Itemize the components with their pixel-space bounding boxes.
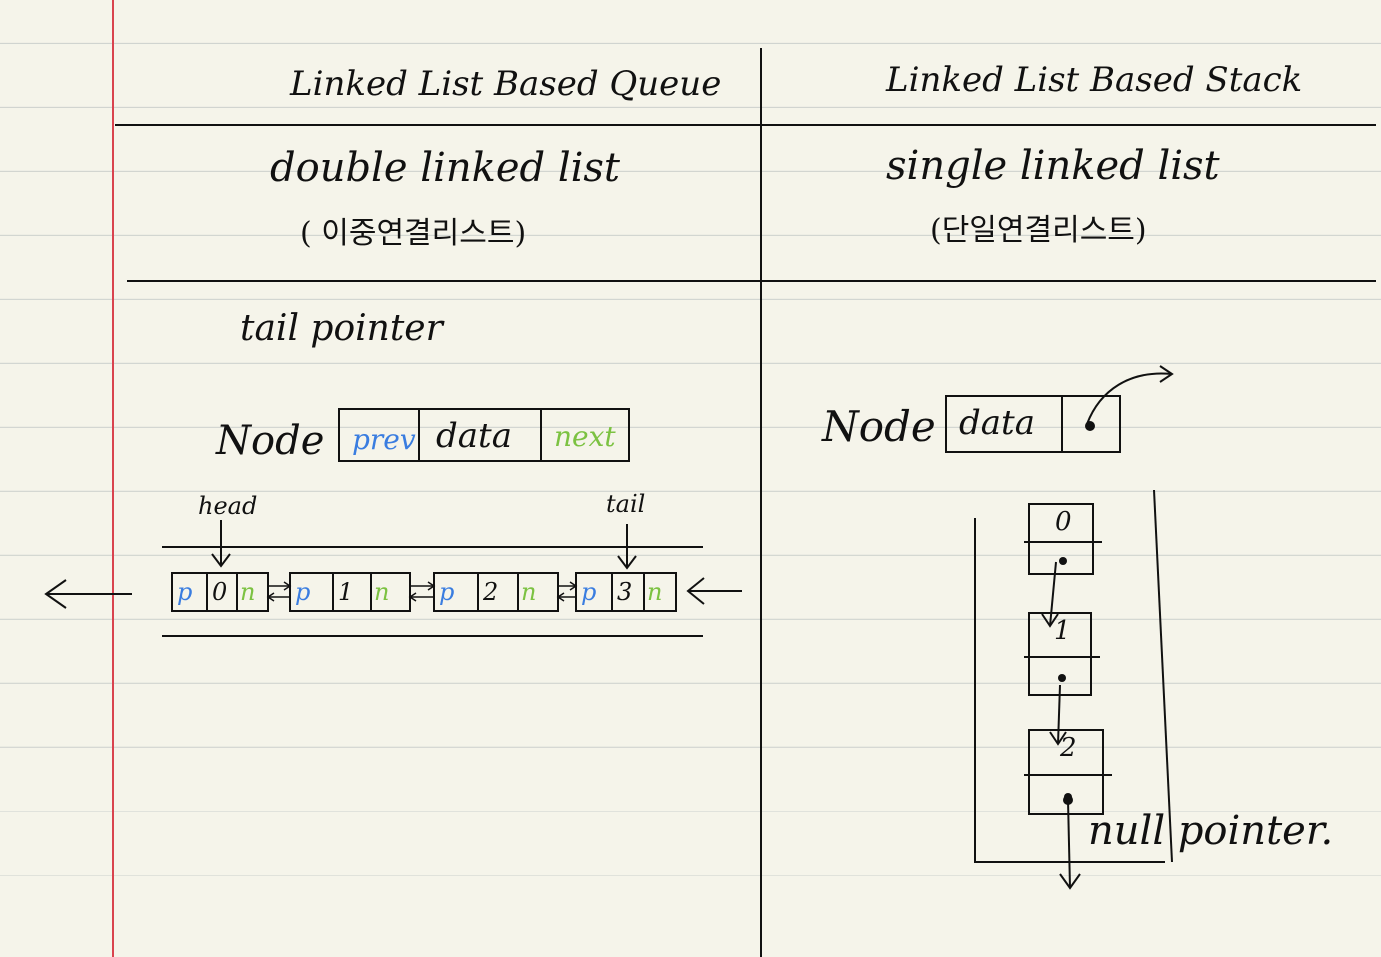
chain-field-p: p	[177, 578, 193, 606]
stack-item-value: 0	[1055, 507, 1072, 537]
chain-field-v: 0	[212, 578, 228, 606]
stack-container	[974, 518, 1165, 863]
stack-link-arrows-icon	[1041, 561, 1081, 890]
head-arrow-icon	[211, 520, 231, 568]
margin-line	[112, 0, 114, 957]
null-pointer-label: null pointer.	[1088, 808, 1334, 854]
chain-field-v: 3	[617, 578, 633, 606]
chain-field-n: n	[374, 578, 390, 606]
stack-item: 0	[1024, 503, 1102, 575]
row-divider	[127, 280, 1376, 282]
chain-field-n: n	[647, 578, 663, 606]
field-data: data	[436, 416, 512, 456]
chain-field-p: p	[581, 578, 597, 606]
queue-list-type: double linked list	[270, 145, 620, 191]
enqueue-arrow-icon	[686, 577, 742, 605]
field-next: next	[554, 420, 616, 453]
chain-field-n: n	[240, 578, 256, 606]
stack-node: data	[945, 395, 1121, 453]
field-prev: prev	[352, 423, 416, 456]
tail-arrow-icon	[617, 524, 637, 570]
stack-field-data: data	[959, 403, 1035, 443]
chain-field-p: p	[295, 578, 311, 606]
tail-label: tail	[606, 490, 646, 518]
chain-field-v: 2	[483, 578, 499, 606]
queue-node: prev data next	[338, 408, 630, 462]
stack-list-type-kor: (단일연결리스트)	[930, 213, 1147, 248]
chain-field-v: 1	[338, 578, 354, 606]
column-divider	[760, 48, 762, 957]
chain-field-n: n	[521, 578, 537, 606]
chain-field-p: p	[439, 578, 455, 606]
stack-item-pointer-dot	[1058, 674, 1066, 682]
head-label: head	[198, 492, 258, 520]
queue-list-type-kor: ( 이중연결리스트)	[300, 216, 527, 251]
pointer-dot	[1085, 421, 1095, 431]
link-arrows-icon	[266, 581, 578, 602]
queue-note: tail pointer	[240, 308, 443, 349]
stack-pointer-arrow-icon	[1086, 365, 1174, 425]
dequeue-arrow-icon	[44, 579, 132, 609]
stack-item-pointer-dot	[1059, 557, 1067, 565]
queue-node-label: Node	[216, 418, 325, 464]
stack-node-label: Node	[822, 402, 936, 451]
stack-list-type: single linked list	[886, 143, 1220, 189]
stack-item-value: 1	[1054, 616, 1071, 646]
stack-container-right	[1153, 489, 1173, 863]
stack-title: Linked List Based Stack	[886, 60, 1303, 100]
stack-item-value: 2	[1060, 733, 1077, 763]
queue-title: Linked List Based Queue	[290, 64, 722, 104]
header-divider	[115, 124, 1376, 126]
